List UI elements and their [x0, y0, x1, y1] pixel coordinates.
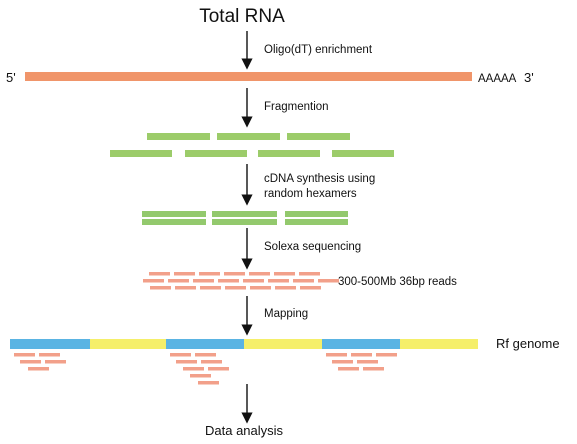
sequencing-read: [224, 272, 245, 276]
sequencing-read: [175, 286, 196, 290]
rna-fragment: [185, 150, 247, 157]
sequencing-read: [275, 286, 296, 290]
sequencing-read: [300, 286, 321, 290]
rna-fragment: [287, 133, 350, 140]
mapped-read: [176, 360, 197, 364]
sequencing-read: [168, 279, 189, 283]
sequencing-read: [199, 272, 220, 276]
sequencing-read: [149, 272, 170, 276]
step-label-fragmentation: Fragmention: [264, 101, 329, 113]
mapped-read: [39, 353, 60, 357]
mapped-read: [195, 353, 216, 357]
poly-a-tail-label: AAAAA: [478, 73, 517, 85]
mapped-reads: [14, 353, 397, 385]
genome-segment: [322, 339, 400, 349]
mapped-read: [20, 360, 41, 364]
cdna-fragment: [212, 211, 277, 217]
step-label-solexa: Solexa sequencing: [264, 241, 361, 253]
step-label-cdna-line1: cDNA synthesis using: [264, 173, 375, 185]
genome-segment: [166, 339, 244, 349]
step-label-cdna-line2: random hexamers: [264, 188, 357, 200]
sequencing-read: [225, 286, 246, 290]
mapped-read: [326, 353, 347, 357]
sequencing-read: [268, 279, 289, 283]
mapped-read: [28, 367, 49, 371]
mapped-read: [338, 367, 359, 371]
sequencing-read: [243, 279, 264, 283]
cdna-fragment: [212, 219, 277, 225]
step-label-oligo-dt: Oligo(dT) enrichment: [264, 44, 373, 56]
mapped-read: [183, 367, 204, 371]
genome-label: Rf genome: [496, 336, 560, 351]
sequencing-read: [174, 272, 195, 276]
reference-genome-bar: [10, 339, 478, 349]
sequencing-read: [150, 286, 171, 290]
title-total-rna: Total RNA: [199, 6, 285, 27]
mapped-read: [45, 360, 66, 364]
rna-fragment: [110, 150, 172, 157]
mapped-read: [208, 367, 229, 371]
sequencing-read: [250, 286, 271, 290]
rna-fragments: [110, 133, 394, 157]
genome-segment: [244, 339, 322, 349]
step-label-mapping: Mapping: [264, 308, 308, 320]
rna-fragment: [258, 150, 320, 157]
sequencing-read: [318, 279, 339, 283]
sequencing-read: [193, 279, 214, 283]
cdna-fragment: [285, 211, 348, 217]
mapped-read: [351, 353, 372, 357]
mapped-read: [14, 353, 35, 357]
sequencing-read: [293, 279, 314, 283]
mapped-read: [198, 381, 219, 385]
mapped-read: [201, 360, 222, 364]
rna-fragment: [147, 133, 210, 140]
sequencing-read: [200, 286, 221, 290]
rna-fragment: [332, 150, 394, 157]
mapped-read: [376, 353, 397, 357]
sequencing-read: [274, 272, 295, 276]
mrna-3-prime-label: 3': [524, 70, 534, 85]
mapped-read: [170, 353, 191, 357]
mapped-read: [332, 360, 353, 364]
sequencing-read: [143, 279, 164, 283]
genome-segment: [10, 339, 90, 349]
step-label-data-analysis: Data analysis: [205, 423, 284, 438]
rna-fragment: [217, 133, 280, 140]
cdna-fragment: [285, 219, 348, 225]
cdna-fragment: [142, 211, 206, 217]
mapped-read: [363, 367, 384, 371]
cdna-fragment: [142, 219, 206, 225]
sequencing-read: [218, 279, 239, 283]
sequencing-reads: [143, 272, 339, 290]
cdna-fragments: [142, 211, 348, 225]
sequencing-read: [249, 272, 270, 276]
reads-yield-label: 300-500Mb 36bp reads: [338, 276, 457, 288]
mapped-read: [357, 360, 378, 364]
mrna-strand: [25, 72, 472, 81]
genome-segment: [400, 339, 478, 349]
sequencing-read: [299, 272, 320, 276]
mapped-read: [190, 374, 211, 378]
genome-segment: [90, 339, 166, 349]
mrna-5-prime-label: 5': [6, 70, 16, 85]
